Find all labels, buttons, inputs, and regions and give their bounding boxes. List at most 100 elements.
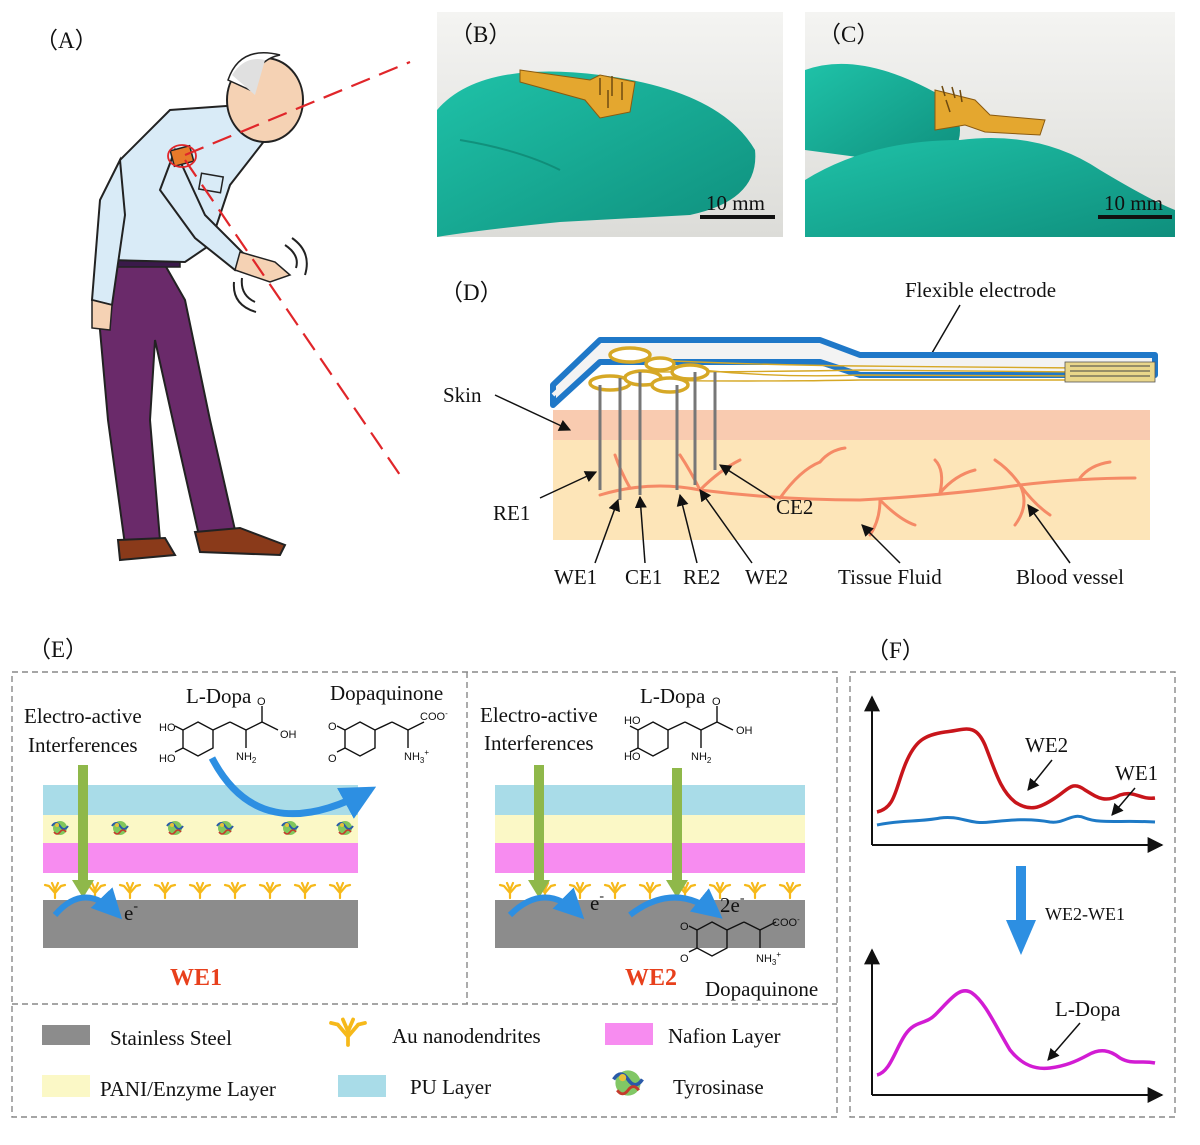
ldopa-right-nh2: NH2 <box>691 751 712 765</box>
top-arrow-we2 <box>1027 759 1053 791</box>
we2-electron-arrow-1 <box>507 887 585 920</box>
we2-ldopa-label: L-Dopa <box>640 684 706 708</box>
bottom-label-ldopa: L-Dopa <box>1055 997 1121 1021</box>
top-arrow-we1 <box>1111 787 1136 816</box>
we1-interference-label-2: Interferences <box>28 733 138 757</box>
ldopa-left-o: O <box>257 696 266 708</box>
we2-interference-arrowhead <box>528 880 550 898</box>
we2-title: WE2 <box>625 965 677 991</box>
panel-d-letter: （D） <box>440 280 503 305</box>
legend-swatch-tyrosinase <box>611 1068 645 1098</box>
we1-electron-label: e- <box>124 899 138 925</box>
we2-interference-label-1: Electro-active <box>480 703 598 727</box>
panel-c-scale-label: 10 mm <box>1104 191 1163 215</box>
panel-c-letter: （C） <box>818 22 879 47</box>
legend-swatch-pani <box>42 1075 90 1097</box>
dopaquinone-right-coo: COO- <box>772 915 800 929</box>
label-ce2: CE2 <box>776 495 813 519</box>
we2-ldopa-arrowhead <box>666 880 688 898</box>
ldopa-right-o: O <box>712 696 721 708</box>
legend-tyrosinase: Tyrosinase <box>673 1075 764 1099</box>
panel-e-legend: Stainless Steel Au nanodendrites Nafion … <box>42 1017 781 1101</box>
ldopa-right-ho-2: HO <box>624 751 641 763</box>
label-flexible-electrode: Flexible electrode <box>905 278 1056 302</box>
arrow-skin <box>494 394 572 431</box>
dopaquinone-right-o-2: O <box>680 953 689 965</box>
legend-swatch-au <box>329 1017 367 1047</box>
we2-layer-stack <box>495 785 805 948</box>
we1-ldopa-label: L-Dopa <box>186 684 252 708</box>
legend-pani-enzyme: PANI/Enzyme Layer <box>100 1077 276 1101</box>
label-re2: RE2 <box>683 565 720 589</box>
subtraction-arrow-shaft <box>1016 866 1026 921</box>
dopaquinone-left-o-2: O <box>328 753 337 765</box>
curve-we2 <box>876 727 1156 814</box>
arrow-tissue-fluid <box>861 524 901 564</box>
label-we1: WE1 <box>554 565 597 589</box>
ldopa-right-oh: OH <box>736 725 753 737</box>
panel-b-letter: （B） <box>450 22 511 47</box>
arrow-ce1 <box>634 495 647 564</box>
we1-interference-arrowhead <box>72 880 94 898</box>
we2-dopaquinone-label: Dopaquinone <box>705 977 818 1001</box>
ldopa-left-ho-1: HO <box>159 722 176 734</box>
legend-pu: PU Layer <box>410 1075 491 1099</box>
ldopa-left-oh: OH <box>280 729 297 741</box>
dopaquinone-right-nh3: NH3+ <box>756 950 781 967</box>
arrow-we1 <box>594 498 620 564</box>
we1-electron-arrow <box>52 887 123 920</box>
bottom-arrow-ldopa <box>1047 1022 1081 1061</box>
subtraction-arrow-head <box>1006 920 1036 955</box>
dopaquinone-left-o-1: O <box>328 721 337 733</box>
legend-swatch-stainless-steel <box>42 1025 90 1045</box>
dopaquinone-left-nh3: NH3+ <box>404 748 429 765</box>
arrow-blood-vessel <box>1027 504 1071 564</box>
we1-title: WE1 <box>170 965 222 991</box>
panel-b-photo <box>437 12 783 238</box>
dopaquinone-structure-left <box>336 721 425 757</box>
legend-nafion: Nafion Layer <box>668 1024 781 1048</box>
we2-interference-label-2: Interferences <box>484 731 594 755</box>
legend-swatch-pu <box>338 1075 386 1097</box>
panel-e-letter: （E） <box>28 637 88 662</box>
we2-electron-label-1: e- <box>590 889 604 915</box>
dopaquinone-structure-right <box>688 921 777 957</box>
label-we2: WE2 <box>745 565 788 589</box>
dopaquinone-right-o-1: O <box>680 921 689 933</box>
label-ce1: CE1 <box>625 565 662 589</box>
patch-highlight <box>167 144 197 168</box>
panel-f-letter: （F） <box>866 638 925 663</box>
ldopa-right-ho-1: HO <box>624 715 641 727</box>
arrow-re1 <box>539 471 598 499</box>
panel-a-letter: （A） <box>35 28 98 53</box>
legend-stainless-steel: Stainless Steel <box>110 1026 232 1050</box>
we2-electron-label-2: 2e- <box>720 891 745 917</box>
we1-layer-stack <box>43 785 358 948</box>
elderly-man-illustration <box>90 52 308 562</box>
we1-oxidation-arrow <box>208 756 377 819</box>
panel-f-frame <box>849 671 1176 1118</box>
ldopa-structure-left <box>174 706 279 757</box>
we1-interference-label-1: Electro-active <box>24 704 142 728</box>
label-skin: Skin <box>443 383 482 407</box>
subtraction-label: WE2-WE1 <box>1045 904 1125 924</box>
zoom-dashed-lines <box>184 60 411 476</box>
top-label-we1: WE1 <box>1115 761 1158 785</box>
label-blood-vessel: Blood vessel <box>1016 565 1124 589</box>
top-label-we2: WE2 <box>1025 733 1068 757</box>
label-re1: RE1 <box>493 501 530 525</box>
arrow-ce2 <box>718 464 776 501</box>
panel-e-frame <box>11 671 838 1118</box>
dopaquinone-left-coo: COO- <box>420 709 448 723</box>
ldopa-left-nh2: NH2 <box>236 751 257 765</box>
ldopa-left-ho-2: HO <box>159 753 176 765</box>
panel-b-scale-label: 10 mm <box>706 191 765 215</box>
panel-c-photo <box>805 12 1175 237</box>
we1-dopaquinone-label: Dopaquinone <box>330 681 443 705</box>
label-tissue-fluid: Tissue Fluid <box>838 565 942 589</box>
arrow-we2 <box>699 489 753 564</box>
we2-electron-arrow-2 <box>628 888 723 919</box>
legend-swatch-nafion <box>605 1023 653 1045</box>
legend-au-nanodendrites: Au nanodendrites <box>392 1024 541 1048</box>
